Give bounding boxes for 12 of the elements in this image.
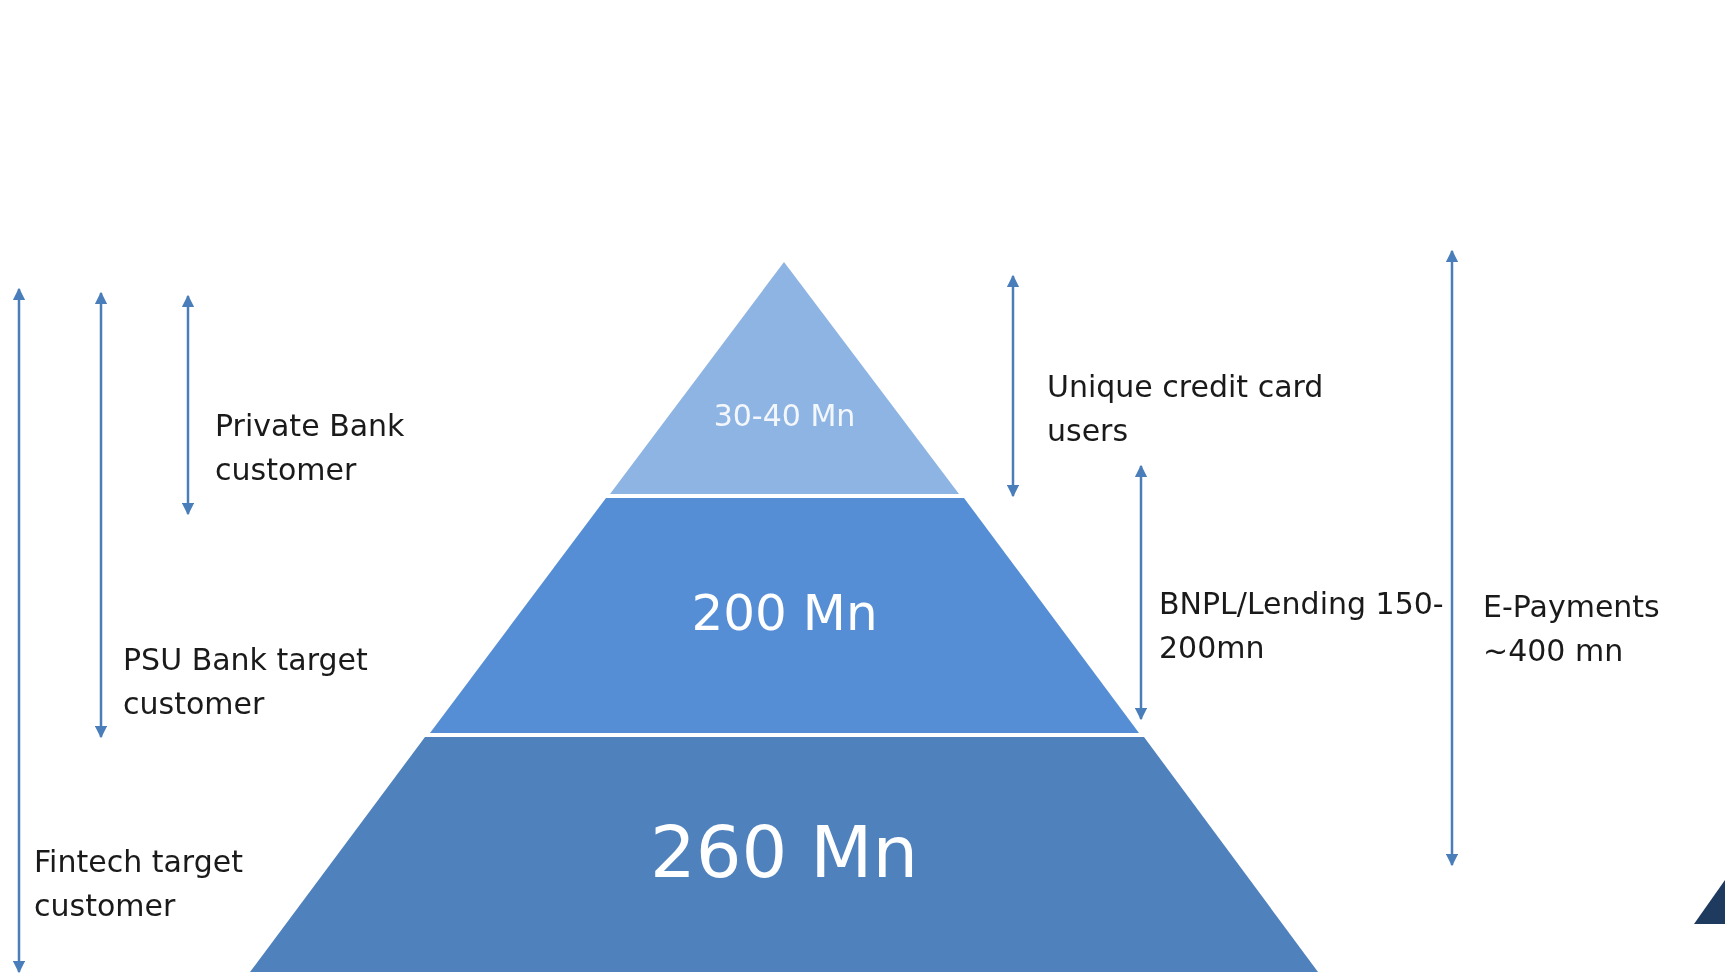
range-label: PSU Bank target customer <box>123 641 369 723</box>
pyramid-tier <box>250 737 1318 972</box>
tier-value: 200 Mn <box>691 583 878 643</box>
range-label: E-Payments ~400 mn <box>1483 588 1661 670</box>
range-label: BNPL/Lending 150-200mn <box>1159 585 1445 667</box>
range-label: Private Bank customer <box>215 407 406 489</box>
range-label: Unique credit card users <box>1047 368 1325 450</box>
tier-value: 260 Mn <box>649 808 919 896</box>
range-label: Fintech target customer <box>34 843 244 925</box>
tier-value: 30-40 Mn <box>713 398 856 434</box>
pyramid-tier <box>430 498 1139 733</box>
pyramid-tier <box>610 262 959 494</box>
